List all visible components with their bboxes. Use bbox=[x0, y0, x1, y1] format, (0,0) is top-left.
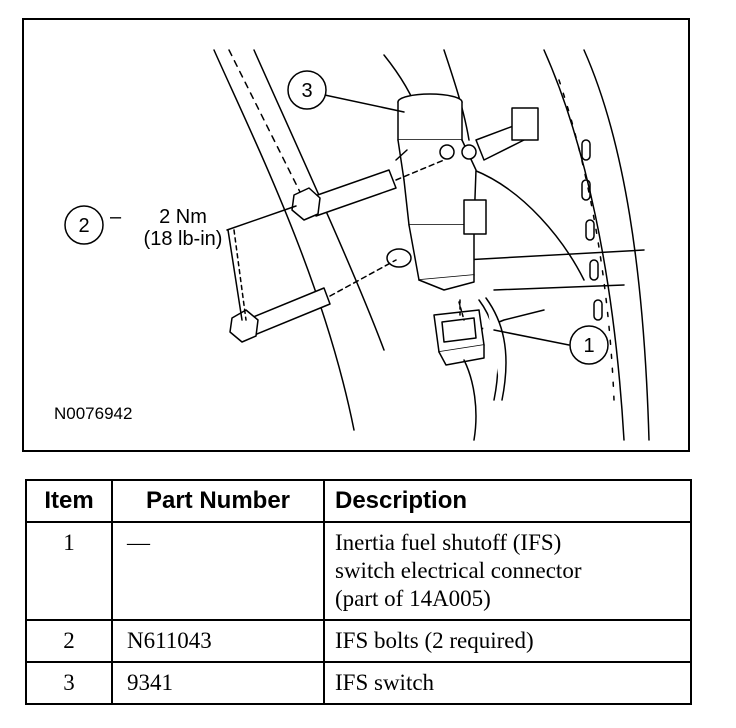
header-part-number: Part Number bbox=[111, 479, 325, 523]
illustration-frame: 3 2 1 – 2 Nm (18 lb-in) N0076942 bbox=[22, 18, 690, 452]
callout-1: 1 bbox=[569, 325, 609, 365]
callout-2: 2 bbox=[64, 205, 104, 245]
callout-2-label: 2 bbox=[78, 215, 89, 237]
row-1-description-line: (part of 14A005) bbox=[335, 586, 491, 611]
header-item: Item bbox=[25, 479, 113, 523]
row-1-description-line: switch electrical connector bbox=[335, 558, 582, 583]
ifs-switch-body bbox=[386, 93, 539, 291]
torque-spec: – 2 Nm (18 lb-in) bbox=[110, 206, 242, 250]
row-1-item: 1 bbox=[25, 521, 113, 621]
table-header-row: Item Part Number Description bbox=[25, 479, 692, 523]
figure-id: N0076942 bbox=[54, 404, 133, 423]
ifs-switch-illustration: 3 2 1 bbox=[64, 49, 650, 441]
parts-table: Item Part Number Description 1 — Inertia… bbox=[25, 479, 692, 705]
row-1-description-line: Inertia fuel shutoff (IFS) bbox=[335, 530, 562, 555]
row-1-part-number: — bbox=[111, 521, 325, 621]
torque-value: 2 Nm bbox=[159, 206, 207, 228]
ifs-bolts bbox=[229, 169, 397, 343]
torque-dash: – bbox=[110, 206, 122, 228]
table-row: 2 N611043 IFS bolts (2 required) bbox=[25, 619, 692, 663]
callout-1-label: 1 bbox=[583, 335, 594, 357]
header-description: Description bbox=[323, 479, 692, 523]
callout-3-label: 3 bbox=[301, 80, 312, 102]
table-row: 3 9341 IFS switch bbox=[25, 661, 692, 705]
vehicle-panel-lines bbox=[213, 49, 650, 441]
leader-lines bbox=[226, 93, 570, 346]
row-3-part-number: 9341 bbox=[111, 661, 325, 705]
row-2-part-number: N611043 bbox=[111, 619, 325, 663]
table-row: 1 — Inertia fuel shutoff (IFS) switch el… bbox=[25, 521, 692, 621]
row-3-description: IFS switch bbox=[323, 661, 692, 705]
pillar-slots bbox=[581, 139, 603, 321]
row-3-item: 3 bbox=[25, 661, 113, 705]
electrical-connector bbox=[433, 297, 507, 441]
callout-3: 3 bbox=[287, 70, 327, 110]
row-2-item: 2 bbox=[25, 619, 113, 663]
torque-imperial: (18 lb-in) bbox=[143, 228, 223, 250]
row-1-description: Inertia fuel shutoff (IFS) switch electr… bbox=[323, 521, 692, 621]
row-2-description: IFS bolts (2 required) bbox=[323, 619, 692, 663]
